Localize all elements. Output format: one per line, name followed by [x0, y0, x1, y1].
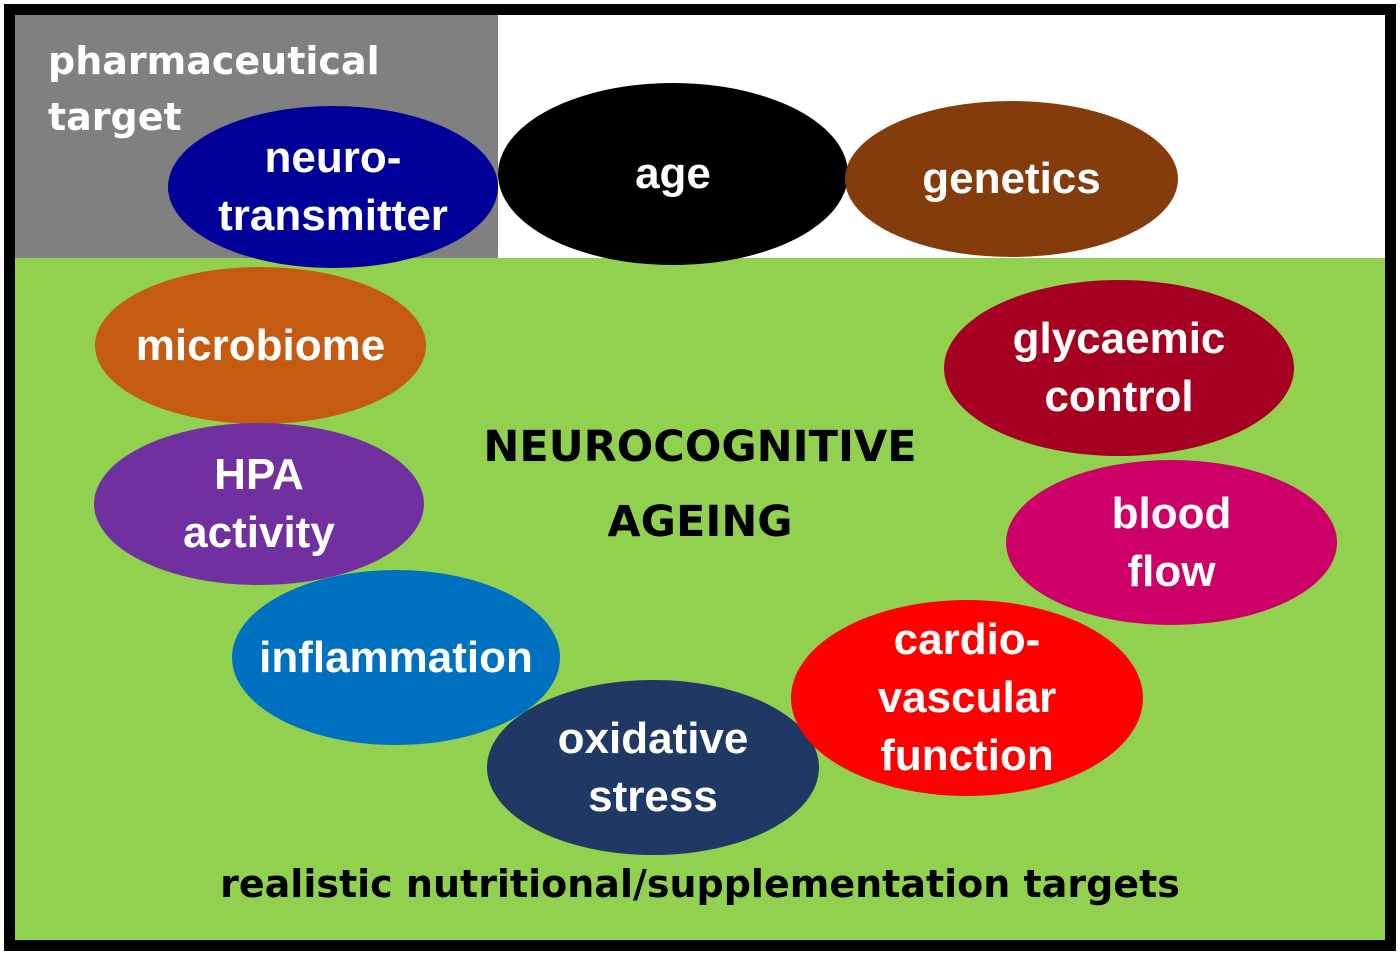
factor-label: age	[635, 149, 711, 198]
factor-label: inflammation	[259, 632, 533, 682]
nutritional-targets-label: realistic nutritional/supplementation ta…	[220, 862, 1180, 906]
factor-label: HPA activity	[183, 450, 335, 557]
factor-label: glycaemic control	[1012, 314, 1226, 421]
factor-label: blood flow	[1111, 488, 1232, 596]
factor-blood-flow: blood flow	[1006, 460, 1337, 625]
factor-microbiome: microbiome	[95, 267, 426, 424]
factor-glycaemic-control: glycaemic control	[944, 280, 1294, 456]
factor-age: age	[498, 83, 848, 265]
factor-label: genetics	[922, 154, 1101, 203]
factor-oxidative-stress: oxidative stress	[487, 680, 819, 855]
factor-label: neuro- transmitter	[218, 133, 448, 240]
factor-genetics: genetics	[845, 101, 1178, 257]
factor-label: microbiome	[135, 320, 386, 370]
factor-label: oxidative stress	[557, 713, 749, 821]
factor-hpa-activity: HPA activity	[94, 423, 424, 585]
neurocognitive-ageing-title: NEUROCOGNITIVE AGEING	[483, 422, 917, 547]
pharmaceutical-target-label: pharmaceutical target	[48, 39, 380, 139]
factor-label: cardio- vascular function	[877, 615, 1057, 780]
factor-cardiovascular-function: cardio- vascular function	[791, 600, 1143, 796]
factor-inflammation: inflammation	[232, 570, 560, 745]
factor-neurotransmitter: neuro- transmitter	[168, 106, 498, 268]
diagram-frame: pharmaceutical target NEUROCOGNITIVE AGE…	[4, 4, 1396, 951]
